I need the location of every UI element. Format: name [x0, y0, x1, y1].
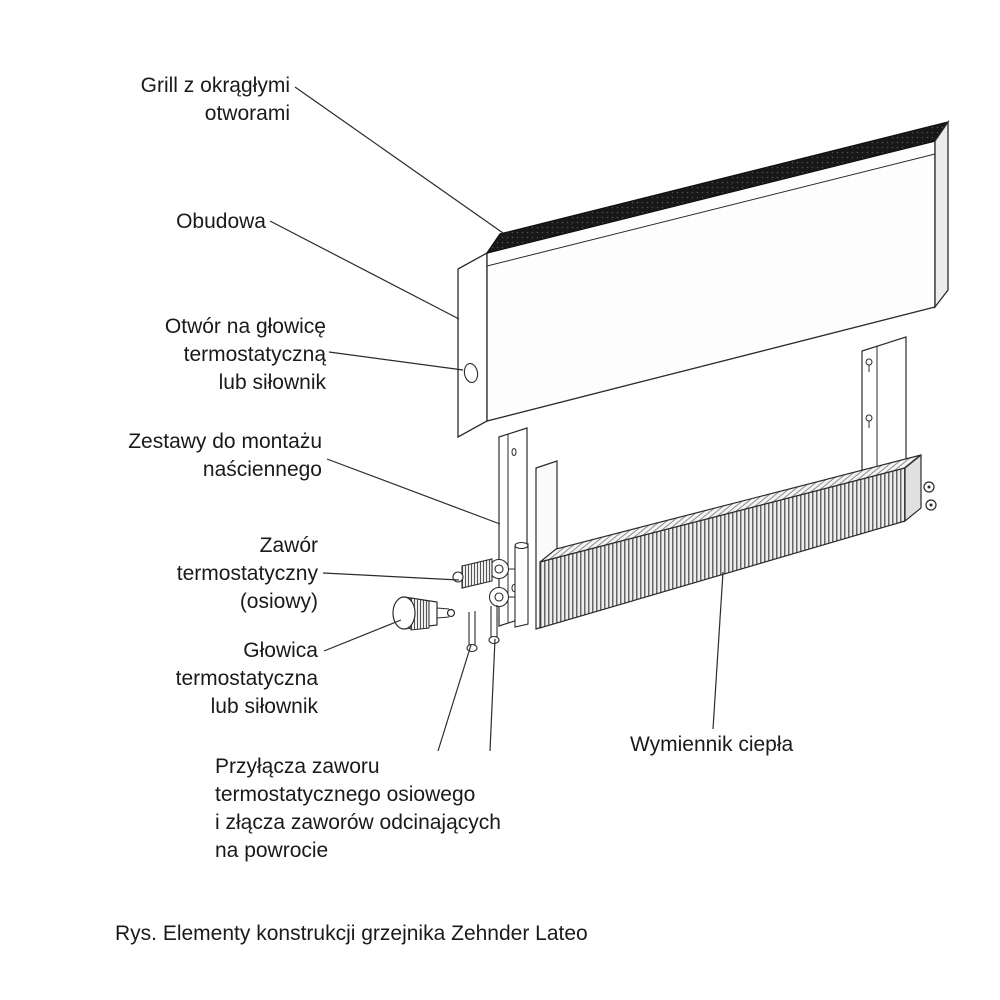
thermostat-hole [463, 363, 479, 383]
leader-przylacza-1 [437, 644, 472, 752]
exchanger-pipe-fittings [923, 481, 937, 511]
leader-lines [269, 86, 724, 752]
label-grill: Grill z okrągłymi otworami [140, 74, 290, 125]
leader-glowica [323, 619, 402, 652]
leader-grill [294, 86, 504, 234]
label-zawor-termostatyczny: Zawór termostatyczny (osiowy) [176, 534, 318, 613]
heat-exchanger-drawing [535, 453, 937, 630]
casing-left-end-face [457, 251, 488, 439]
axial-valve-knurl [461, 558, 493, 589]
valve-riser-pipe [514, 543, 529, 628]
thermostatic-head-drawing [392, 596, 456, 631]
casing-right-end-face [934, 119, 949, 309]
label-obudowa: Obudowa [176, 210, 266, 233]
leader-wymiennik [712, 571, 724, 730]
exchanger-right-end [904, 453, 922, 523]
exchanger-front-fins [539, 467, 906, 629]
label-przylacza: Przyłącza zaworu termostatycznego osiowe… [215, 755, 501, 862]
label-wymiennik-ciepla: Wymiennik ciepła [630, 733, 794, 756]
label-otwor-na-glowice: Otwór na głowicę termostatyczną lub siło… [164, 315, 326, 394]
figure-caption: Rys. Elementy konstrukcji grzejnika Zehn… [115, 922, 588, 945]
leader-przylacza-2 [489, 638, 496, 752]
leader-zestawy [326, 458, 501, 525]
label-glowica-termostatyczna: Głowica termostatyczna lub siłownik [175, 639, 318, 718]
casing-lip-line [486, 153, 936, 267]
valve-assembly-drawing [452, 541, 529, 653]
return-connection-stubs [466, 605, 500, 653]
wall-brackets-drawing [498, 336, 907, 627]
leader-otwor [328, 351, 464, 371]
leader-obudowa [269, 220, 460, 320]
label-zestawy-montazu: Zestawy do montażu naściennego [128, 430, 322, 481]
leader-zawor [322, 572, 460, 581]
right-wall-bracket [861, 336, 907, 474]
casing-drawing [457, 119, 950, 439]
